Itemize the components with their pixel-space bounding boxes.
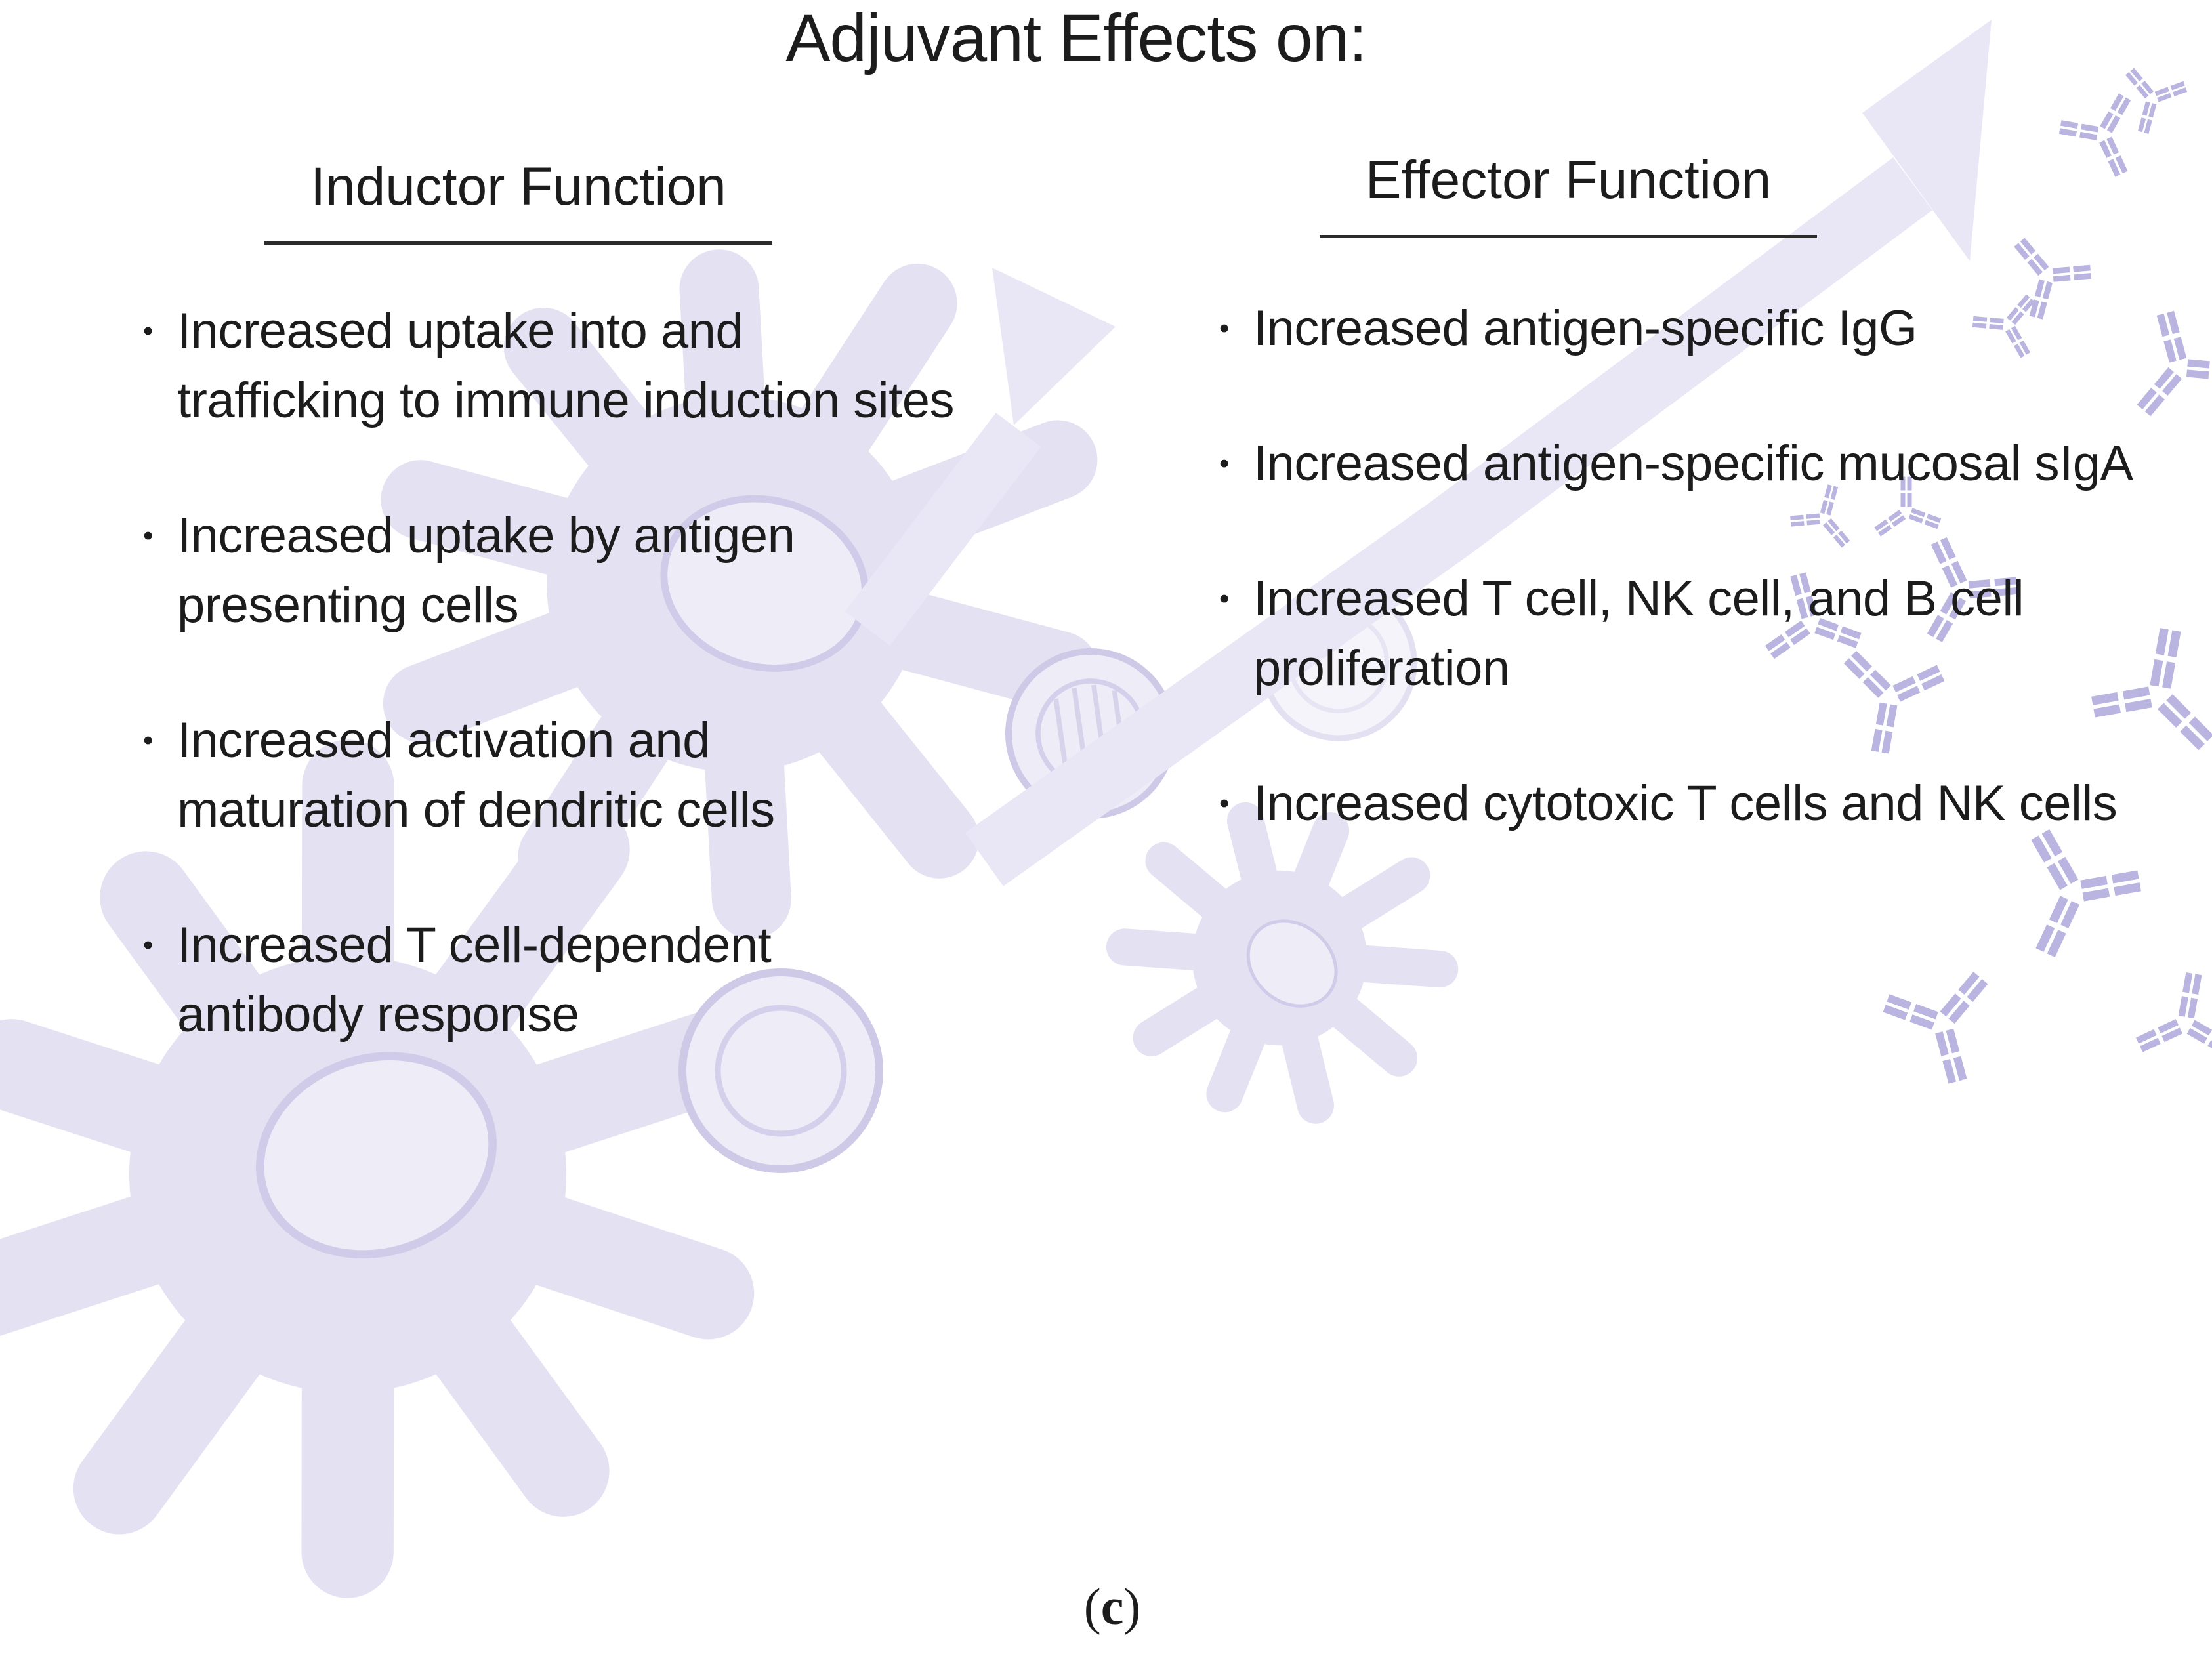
bullet-text: Increased uptake by antigen presenting c… (177, 508, 795, 633)
bullet-icon: • (143, 315, 154, 347)
bullet-text: Increased cytotoxic T cells and NK cells (1253, 776, 2118, 831)
list-item: • Increased activation and maturation of… (143, 706, 1114, 845)
inductor-bullet-list: • Increased uptake into and trafficking … (143, 297, 1114, 1115)
bullet-text: Increased antigen-specific IgG (1253, 301, 1917, 356)
bullet-text: Increased T cell-dependent antibody resp… (177, 917, 772, 1043)
panel-label-close-paren: ) (1123, 1578, 1141, 1635)
antibody-icon (2056, 93, 2157, 190)
bullet-text: Increased uptake into and trafficking to… (177, 303, 955, 428)
list-item: • Increased antigen-specific IgG (1219, 294, 2212, 363)
bullet-icon: • (1219, 447, 1230, 480)
bullet-text: Increased antigen-specific mucosal sIgA (1253, 436, 2133, 491)
effector-bullet-list: • Increased antigen-specific IgG • Incre… (1219, 294, 2212, 904)
panel-label-open-paren: ( (1083, 1578, 1101, 1635)
bullet-text: Increased T cell, NK cell, and B cell pr… (1253, 571, 2024, 696)
bullet-icon: • (1219, 787, 1230, 819)
list-item: • Increased cytotoxic T cells and NK cel… (1219, 769, 2212, 839)
flow-arrow-icon (845, 20, 1992, 886)
inductor-column-heading-wrap: Inductor Function (144, 156, 892, 245)
bullet-icon: • (1219, 583, 1230, 615)
bullet-icon: • (143, 520, 154, 552)
antibody-icon (1881, 972, 2009, 1096)
list-item: • Increased T cell, NK cell, and B cell … (1219, 564, 2212, 703)
bullet-text: Increased activation and maturation of d… (177, 713, 775, 838)
panel-label-letter: c (1100, 1578, 1124, 1635)
inductor-heading: Inductor Function (264, 156, 772, 245)
list-item: • Increased T cell-dependent antibody re… (143, 911, 1114, 1050)
figure-title: Adjuvant Effects on: (785, 1, 1367, 75)
list-item: • Increased uptake by antigen presenting… (143, 501, 1114, 640)
list-item: • Increased uptake into and trafficking … (143, 297, 1114, 436)
effector-heading: Effector Function (1319, 150, 1818, 238)
bullet-icon: • (143, 724, 154, 756)
bullet-icon: • (1219, 312, 1230, 344)
effector-column-heading-wrap: Effector Function (1234, 150, 1903, 238)
bullet-icon: • (143, 929, 154, 961)
list-item: • Increased antigen-specific mucosal sIg… (1219, 429, 2212, 499)
figure-panel-label: (c) (0, 1577, 2212, 1636)
antibody-icon (2120, 969, 2212, 1085)
